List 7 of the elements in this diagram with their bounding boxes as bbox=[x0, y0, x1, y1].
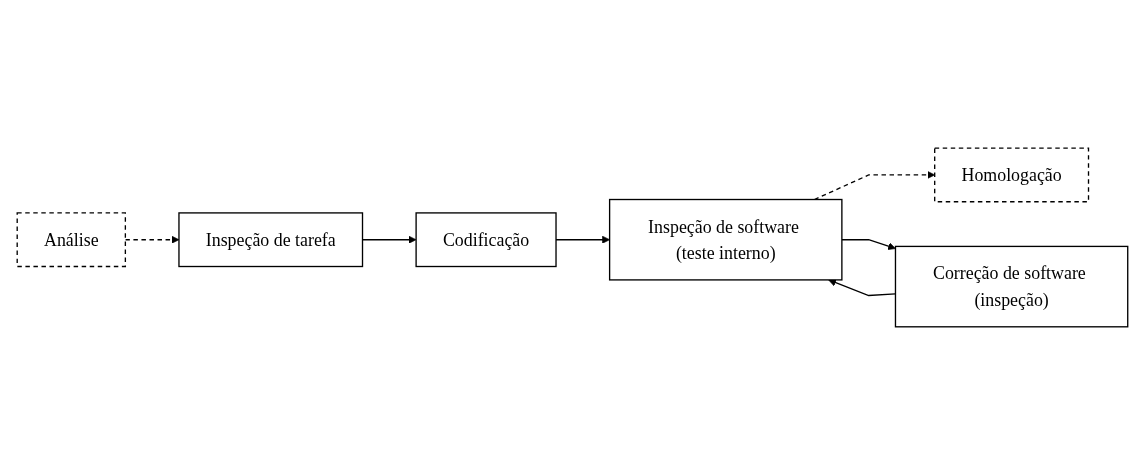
arrow bbox=[841, 238, 896, 250]
node-box: Homologação bbox=[934, 147, 1090, 202]
node-box: Inspeção de software (teste interno) bbox=[609, 198, 843, 281]
node-box: Inspeção de tarefa bbox=[178, 211, 364, 267]
node-box: Codificação bbox=[415, 211, 557, 267]
node-box: Correção de software (inspeção) bbox=[894, 245, 1129, 327]
node-box: Análise bbox=[16, 211, 127, 267]
